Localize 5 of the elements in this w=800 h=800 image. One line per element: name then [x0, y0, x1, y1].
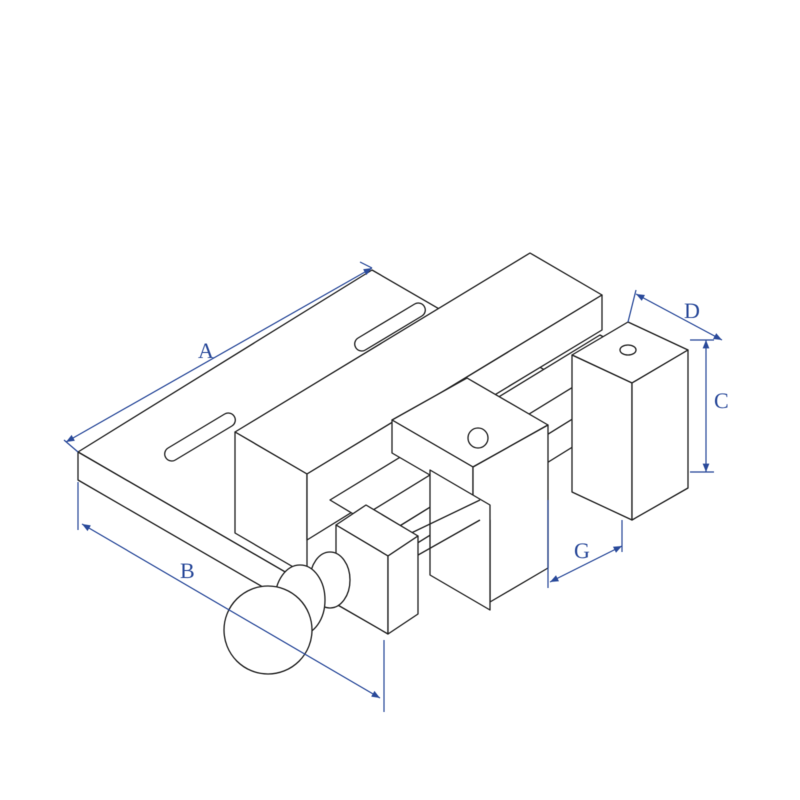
dimension-label: A: [198, 340, 214, 362]
dimension-label: D: [684, 300, 700, 322]
dimension-label: C: [714, 390, 729, 412]
dimension-label: G: [574, 540, 590, 562]
dimension-label: B: [180, 560, 195, 582]
